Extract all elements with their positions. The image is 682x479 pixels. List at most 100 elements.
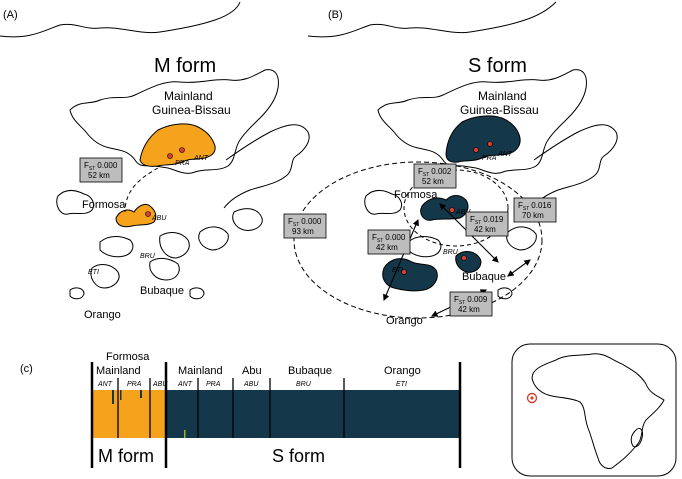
panel-a-map — [0, 1, 310, 300]
panel-a-guinea-bissau-label: Guinea-Bissau — [152, 103, 231, 117]
panel-a-bubaque-label: Bubaque — [140, 285, 184, 297]
panel-b-site-bru: BRU — [443, 249, 459, 256]
panel-a-site-bru: BRU — [140, 253, 156, 260]
panel-b-mainland-label: Mainland — [478, 89, 527, 103]
panel-c-admixture-streak-3 — [140, 390, 142, 398]
panel-a-island-south — [99, 236, 134, 258]
svg-text:42 km: 42 km — [376, 243, 398, 252]
panel-c-header-formosa: Formosa — [106, 351, 150, 363]
svg-text:42 km: 42 km — [474, 225, 496, 234]
panel-a-orango-label: Orango — [84, 309, 121, 321]
panel-a-site-dot-pra — [167, 153, 173, 159]
panel-c-site-pra-s: PRA — [206, 381, 221, 388]
svg-text:42 km: 42 km — [458, 305, 480, 314]
panel-b-site-ant: ANT — [497, 151, 513, 158]
panel-c-letter: (c) — [20, 363, 33, 375]
africa-inset — [511, 343, 677, 477]
panel-c-header-bubaque: Bubaque — [288, 365, 332, 377]
svg-text:70 km: 70 km — [522, 211, 544, 220]
panel-c-structure-plot — [90, 362, 462, 468]
panel-b-site-dot-abu — [449, 207, 455, 213]
panel-a-coastline — [0, 1, 241, 38]
panel-a-island-small1 — [69, 287, 85, 300]
panel-b-site-pra: PRA — [482, 155, 497, 162]
panel-a-formosa-label: Formosa — [82, 199, 126, 211]
panel-b-guinea-bissau-label: Guinea-Bissau — [460, 103, 539, 117]
panel-a-letter: (A) — [3, 9, 18, 21]
panel-a-island-orango — [90, 264, 120, 289]
panel-a-site-dot-ant — [179, 147, 185, 153]
panel-c-admixture-streak-2 — [120, 390, 122, 400]
panel-b-dashed-ring — [293, 161, 543, 319]
panel-a-island-east — [198, 226, 229, 251]
panel-a-formosa-island — [115, 203, 157, 228]
panel-a-island-east2 — [232, 208, 263, 231]
panel-a-site-eti: ETI — [88, 269, 99, 276]
panel-c-s-form-label: S form — [272, 446, 325, 466]
panel-c-header-orango: Orango — [384, 365, 421, 377]
panel-a-coast-east — [223, 124, 310, 209]
panel-c-m-form-label: M form — [98, 446, 154, 466]
panel-b-coastline — [307, 1, 557, 38]
panel-c-site-abu-s: ABU — [243, 381, 259, 388]
panel-b-bubaque-label: Bubaque — [462, 271, 506, 283]
panel-a-m-form-mainland-patch — [139, 123, 216, 167]
africa-inset-frame — [511, 343, 677, 477]
panel-a-mainland-label: Mainland — [164, 89, 213, 103]
panel-b-mainland — [377, 69, 587, 174]
panel-b-title: S form — [468, 55, 527, 77]
panel-b-formosa-label: Formosa — [394, 189, 438, 201]
panel-c-header-mainland-m: Mainland — [96, 365, 141, 377]
panel-b-map — [293, 1, 618, 319]
panel-c-header-abu: Abu — [242, 365, 262, 377]
panel-c-admixture-streak-1 — [112, 390, 114, 404]
panel-b-site-dot-bru — [461, 255, 467, 261]
panel-c-site-ant-s: ANT — [177, 381, 193, 388]
location-marker-ring — [526, 392, 538, 404]
panel-c-header-mainland-s: Mainland — [178, 365, 223, 377]
panel-b-site-eti: ETI — [392, 267, 403, 274]
panel-b-island-east — [506, 226, 537, 251]
panel-c-site-abu-m: ABU — [152, 381, 168, 388]
panel-c-site-bru: BRU — [296, 381, 312, 388]
panel-b-site-abu: ABU — [455, 209, 471, 216]
panel-c-m-form-block — [92, 390, 166, 438]
panel-b-site-dot-ant — [487, 141, 493, 147]
panel-a-island-bubaque — [149, 257, 180, 281]
panel-c-site-ant-m: ANT — [97, 381, 113, 388]
panel-a-mainland — [69, 69, 279, 174]
svg-text:93 km: 93 km — [292, 227, 314, 236]
panel-a-island-small2 — [189, 287, 205, 300]
panel-a-title: M form — [154, 55, 216, 77]
panel-b-island-small — [497, 287, 513, 300]
panel-b-island-west — [364, 190, 403, 215]
panel-b-island-south — [407, 236, 442, 258]
africa-outline — [531, 353, 665, 469]
panel-a-island-bru — [159, 232, 190, 259]
panel-b-orango-island — [382, 258, 438, 292]
panel-a-site-dot-abu — [145, 211, 151, 217]
panel-b-orango-label: Orango — [386, 315, 423, 327]
panel-b-site-dot-eti — [401, 269, 407, 275]
panel-b-coast-east — [531, 124, 618, 209]
panel-b-site-dot-pra — [473, 147, 479, 153]
panel-a-island-west — [56, 190, 95, 215]
svg-text:52 km: 52 km — [88, 171, 110, 180]
location-marker-dot — [530, 396, 534, 400]
panel-c-admixture-streak-4 — [184, 430, 186, 438]
panel-c-site-pra-m: PRA — [127, 381, 142, 388]
panel-b-bubaque-island — [455, 251, 482, 273]
